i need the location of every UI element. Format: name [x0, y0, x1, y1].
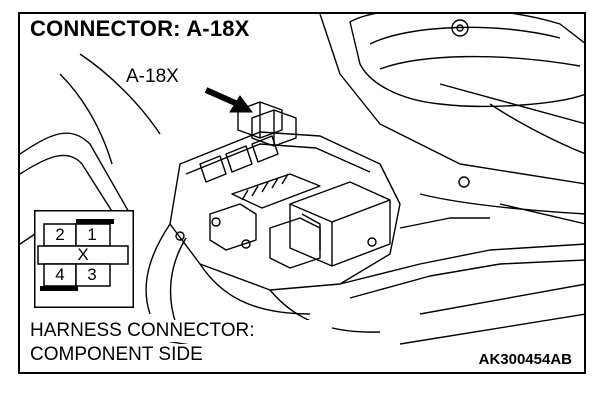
diagram-frame: CONNECTOR: A-18X A-18X 2 1 X 4 3 HARNESS…: [18, 12, 586, 374]
pin-2: 2: [55, 225, 65, 244]
caption-line-1: HARNESS CONNECTOR:: [28, 320, 332, 342]
figure-id: AK300454AB: [476, 351, 574, 368]
pin-center-marker: X: [77, 245, 89, 264]
connector-callout-label: A-18X: [124, 66, 181, 88]
pin-4: 4: [55, 265, 65, 284]
pin-1: 1: [87, 225, 97, 244]
connector-pinout: 2 1 X 4 3: [34, 210, 134, 313]
pin-3: 3: [87, 265, 97, 284]
connector-title: CONNECTOR: A-18X: [28, 16, 256, 42]
engine-bay-illustration: [20, 14, 584, 351]
caption-line-2: COMPONENT SIDE: [28, 344, 332, 366]
connector-face-outline: [34, 210, 134, 308]
